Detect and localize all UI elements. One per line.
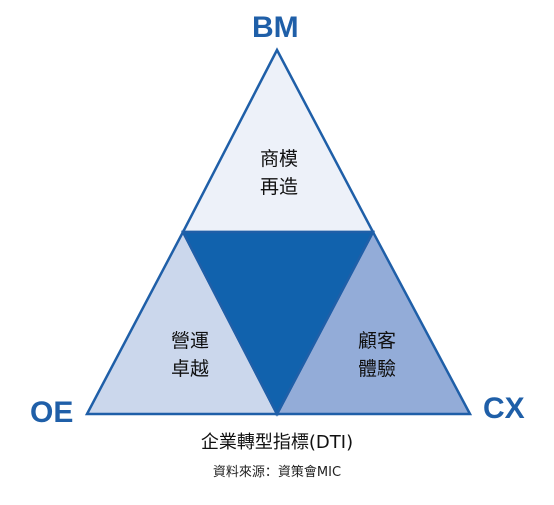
segment-left-line-2: 卓越 bbox=[170, 358, 209, 380]
source-note: 資料來源：資策會MIC bbox=[212, 465, 342, 480]
segment-top-triangle bbox=[180, 47, 376, 234]
segment-right-line-1: 顧客 bbox=[357, 330, 396, 352]
corner-label-cx: CX bbox=[483, 392, 525, 425]
segment-left-line-1: 營運 bbox=[170, 330, 209, 352]
corner-label-bm: BM bbox=[252, 11, 299, 44]
segment-left-label: 營運 卓越 bbox=[145, 327, 235, 383]
segment-right-line-2: 體驗 bbox=[357, 358, 396, 380]
segment-center-triangle bbox=[180, 230, 376, 417]
segment-top-line-2: 再造 bbox=[259, 176, 298, 198]
segment-top-line-1: 商模 bbox=[259, 148, 298, 170]
segment-right-label: 顧客 體驗 bbox=[332, 327, 422, 383]
segment-top-label: 商模 再造 bbox=[234, 145, 324, 201]
corner-label-oe: OE bbox=[30, 396, 74, 429]
diagram-caption: 企業轉型指標(DTI) bbox=[200, 432, 354, 453]
